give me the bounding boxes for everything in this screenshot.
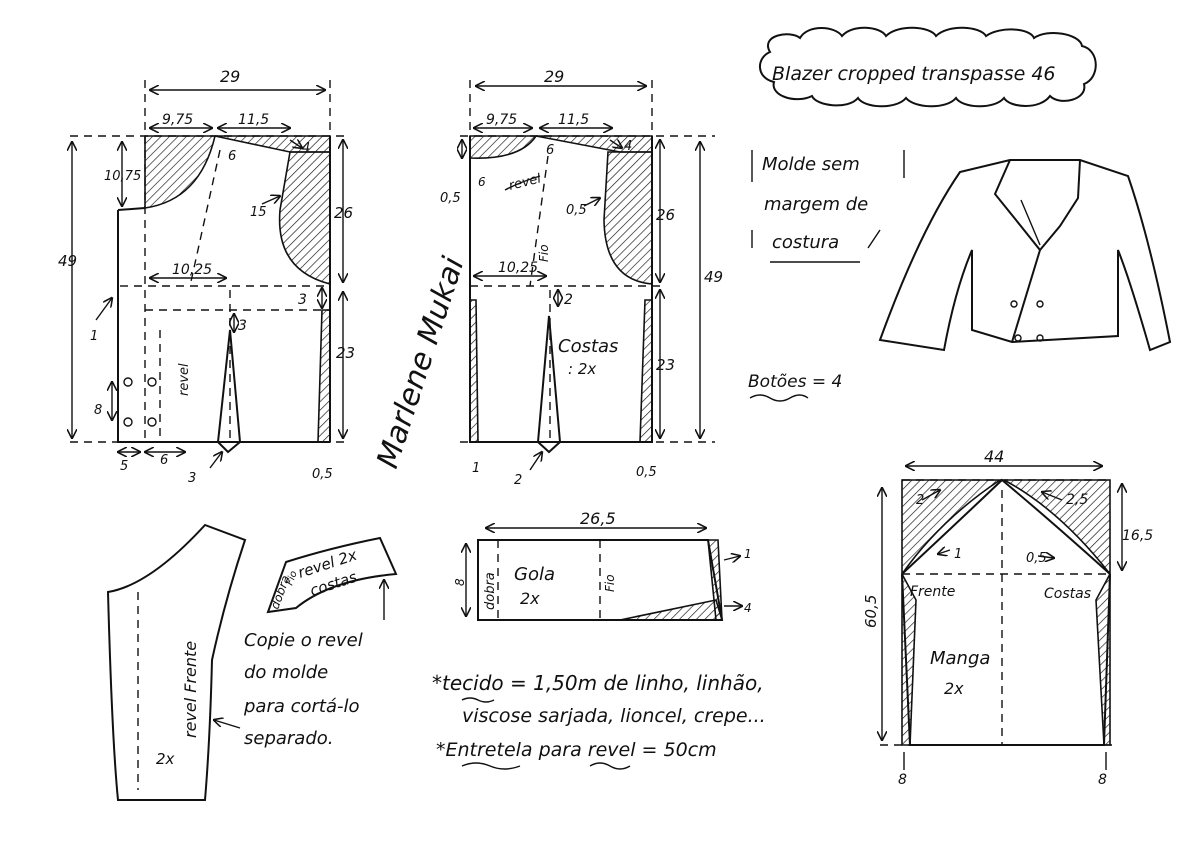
collar-label: Gola	[514, 564, 555, 585]
title-text: Blazer cropped transpasse 46	[772, 63, 1056, 85]
fabric-line-2: viscose sarjada, lioncel, crepe...	[462, 705, 766, 727]
copy-note: Copie o revel do molde para cortá-lo sep…	[214, 630, 363, 749]
front-shoulder-end: 4	[302, 141, 310, 156]
back-neck-rise: 0,5	[440, 191, 461, 206]
fabric-line-3: *Entretela para revel = 50cm	[436, 739, 717, 761]
back-center-hem: 1	[472, 461, 480, 476]
revel-back-fio: Fio	[284, 569, 299, 587]
back-shoulder-drop: 6	[546, 143, 554, 158]
button-mark-icon	[123, 417, 133, 427]
back-piece: 29 9,75 11,5 6 4 0,5 6 revel Fio 0,5 26 …	[440, 67, 723, 488]
sleeve-width: 44	[984, 447, 1004, 466]
revel-front-piece: revel Frente 2x	[106, 523, 247, 801]
front-side-hem: 0,5	[312, 467, 333, 482]
front-total-length: 49	[58, 252, 77, 270]
sleeve-front-point: 1	[954, 547, 962, 562]
button-mark-icon	[147, 417, 157, 427]
sleeve-label: Manga	[930, 648, 990, 669]
front-neck-width: 9,75	[162, 112, 193, 128]
sleeve-cap-back: 2,5	[1066, 492, 1088, 508]
front-shoulder-width: 11,5	[238, 112, 269, 128]
front-ext: 5	[120, 459, 128, 474]
collar-piece: 26,5 8 dobra Gola 2x Fio 1 4	[453, 509, 752, 621]
revel-front-qty: 2x	[156, 750, 175, 768]
front-lower-length: 23	[336, 344, 355, 362]
front-bust-width: 10,25	[172, 262, 212, 278]
sleeve-cap-height: 16,5	[1122, 528, 1153, 544]
buttons-note: Botões = 4	[748, 372, 842, 392]
front-width: 29	[220, 67, 240, 86]
sleeve-back-point: 0,5	[1026, 551, 1047, 566]
no-seam-note: Molde sem margem de costura	[751, 150, 905, 263]
front-shoulder-drop: 6	[228, 149, 236, 164]
front-revel-label: revel	[177, 363, 192, 396]
sleeve-hem-right: 8	[1098, 772, 1107, 788]
sleeve-front-label: Frente	[910, 584, 955, 600]
sleeve-piece: 44 2 2,5 16,5 60,5 1 0,5 Frente Costas M…	[862, 447, 1153, 788]
collar-qty: 2x	[520, 589, 540, 608]
back-total-length: 49	[704, 268, 723, 286]
back-dart-hem: 2	[514, 473, 522, 488]
back-neck-width: 9,75	[486, 112, 517, 128]
button-icon	[1010, 300, 1018, 308]
copy-note-line-2: do molde	[244, 662, 328, 683]
back-shoulder-end: 4	[624, 139, 632, 154]
collar-fio: Fio	[603, 574, 617, 592]
fabric-note: *tecido = 1,50m de linho, linhão, viscos…	[432, 671, 766, 770]
back-width: 29	[544, 67, 564, 86]
copy-note-line-3: para cortá-lo	[243, 696, 360, 717]
collar-fold: dobra	[483, 572, 498, 610]
back-revel-label: revel	[507, 171, 543, 194]
back-side-hem: 0,5	[636, 465, 657, 480]
collar-top-right: 1	[744, 547, 752, 561]
collar-bottom-right: 4	[744, 601, 752, 615]
front-rise: 1	[90, 329, 98, 344]
note-line-2: margem de	[764, 194, 868, 215]
button-icon	[1036, 300, 1044, 308]
collar-width: 26,5	[580, 509, 616, 528]
front-armhole-depth: 26	[334, 204, 353, 222]
sleeve-length: 60,5	[862, 595, 880, 628]
back-armhole-curve: 0,5	[566, 203, 587, 218]
back-label: Costas	[558, 336, 618, 357]
front-neck-depth: 10,75	[104, 169, 141, 184]
front-waist-gap: 3	[298, 292, 307, 308]
front-revel-line: 6	[160, 453, 168, 468]
title-cloud: Blazer cropped transpasse 46	[759, 26, 1097, 108]
button-mark-icon	[123, 377, 133, 387]
back-dart-gap: 2	[564, 292, 573, 308]
back-neck-small: 6	[478, 175, 486, 189]
sleeve-qty: 2x	[944, 679, 964, 698]
fabric-line-1: *tecido = 1,50m de linho, linhão,	[432, 671, 764, 695]
revel-front-label: revel Frente	[181, 641, 200, 738]
collar-height: 8	[453, 578, 467, 586]
front-dart-gap: 3	[238, 318, 247, 334]
back-bust-width: 10,25	[498, 260, 538, 276]
front-hem-dart: 3	[188, 471, 196, 486]
button-mark-icon	[147, 377, 157, 387]
back-lower-length: 23	[656, 356, 675, 374]
back-fio-label: Fio	[537, 244, 551, 262]
button-icon	[1014, 334, 1022, 342]
sleeve-hem-left: 8	[898, 772, 907, 788]
signature: Marlene Mukai	[370, 252, 471, 472]
front-button-spacing: 8	[94, 403, 102, 418]
back-shoulder-width: 11,5	[558, 112, 589, 128]
note-line-3: costura	[772, 232, 839, 253]
front-piece: 29 9,75 11,5 6 4 10,75 49 26 15 10,25 3 …	[58, 67, 355, 486]
front-armhole-curve: 15	[250, 205, 267, 220]
sleeve-cap-front: 2	[916, 493, 924, 508]
button-icon	[1036, 334, 1044, 342]
sleeve-back-label: Costas	[1044, 586, 1091, 602]
copy-note-line-4: separado.	[244, 728, 334, 749]
note-line-1: Molde sem	[762, 154, 860, 175]
back-qty: : 2x	[568, 360, 596, 378]
underline-squiggle	[749, 394, 809, 402]
back-armhole-depth: 26	[656, 206, 675, 224]
jacket-sketch	[878, 159, 1172, 352]
revel-back-piece: dobra Fio revel 2x costas	[266, 536, 398, 620]
copy-note-line-1: Copie o revel	[244, 630, 363, 651]
